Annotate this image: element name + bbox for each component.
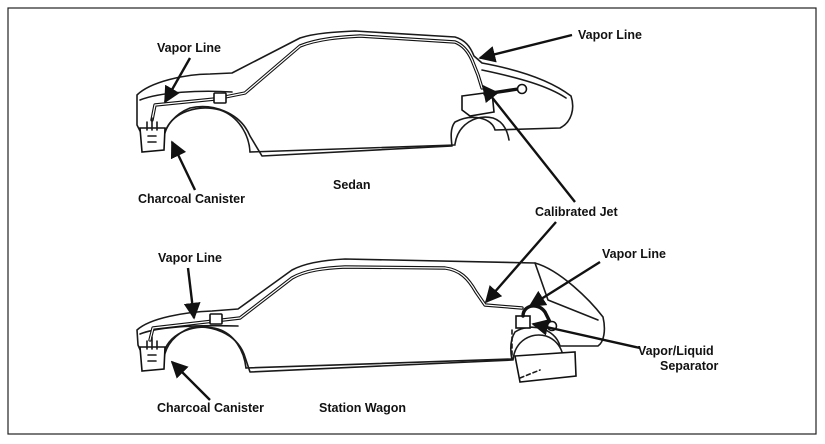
wagon-vapor-line-front-label: Vapor Line xyxy=(158,251,222,265)
wagon-vapor-line-rear-label: Vapor Line xyxy=(602,247,666,261)
sedan-front-valve xyxy=(213,92,227,104)
sedan-front-wheel-arch xyxy=(164,107,251,153)
sedan-charcoal-canister xyxy=(139,127,166,153)
wagon-vapor-line-rear-arrow xyxy=(528,260,601,308)
wagon-charcoal-canister-label: Charcoal Canister xyxy=(157,401,264,415)
diagram-frame xyxy=(7,7,817,435)
wagon-separator-label-line2: Separator xyxy=(660,359,718,373)
wagon-title: Station Wagon xyxy=(319,401,406,415)
wagon-fuel-tank xyxy=(514,351,577,383)
wagon-vapor-liquid-separator xyxy=(515,315,531,329)
sedan-filler-cap xyxy=(516,83,528,95)
wagon-sill xyxy=(245,358,513,369)
sedan-vapor-line-inner xyxy=(151,35,483,121)
wagon-front-valve xyxy=(209,313,223,325)
sedan-vapor-line-rear-arrow xyxy=(478,33,573,63)
sedan-rear-wheel-arch xyxy=(454,116,510,145)
calibrated-jet-arrow-sedan xyxy=(481,84,576,203)
sedan-title: Sedan xyxy=(333,178,371,192)
calibrated-jet-label: Calibrated Jet xyxy=(535,205,619,219)
wagon-vapor-line-inner xyxy=(149,266,523,341)
wagon-front-wheel-arch xyxy=(163,326,247,369)
wagon-tank-line xyxy=(511,329,541,379)
wagon-rear-wheel-arch xyxy=(512,334,563,361)
wagon-hood-line xyxy=(139,324,239,335)
sedan-body-outline xyxy=(136,30,574,157)
sedan-canister-hoses xyxy=(146,117,158,143)
sedan-vapor-line-front-arrow xyxy=(163,57,192,104)
wagon-separator-arrow xyxy=(531,319,641,350)
sedan-charcoal-canister-label: Charcoal Canister xyxy=(138,192,245,206)
wagon-rear-pillar xyxy=(534,262,599,321)
wagon-charcoal-canister xyxy=(139,346,166,372)
sedan-trunk-line xyxy=(481,69,567,99)
wagon-car xyxy=(136,258,606,383)
sedan-sill xyxy=(249,144,456,153)
wagon-vapor-line-front-arrow xyxy=(183,267,201,320)
sedan-hood-line xyxy=(139,90,233,101)
wagon-separator-label-line1: Vapor/Liquid xyxy=(638,344,714,358)
wagon-charcoal-canister-arrow xyxy=(170,360,211,401)
sedan-vapor-line-rear-label: Vapor Line xyxy=(578,28,642,42)
wagon-canister-hoses xyxy=(146,336,158,362)
sedan-vapor-line-front-label: Vapor Line xyxy=(157,41,221,55)
sedan-charcoal-canister-arrow xyxy=(170,140,197,191)
